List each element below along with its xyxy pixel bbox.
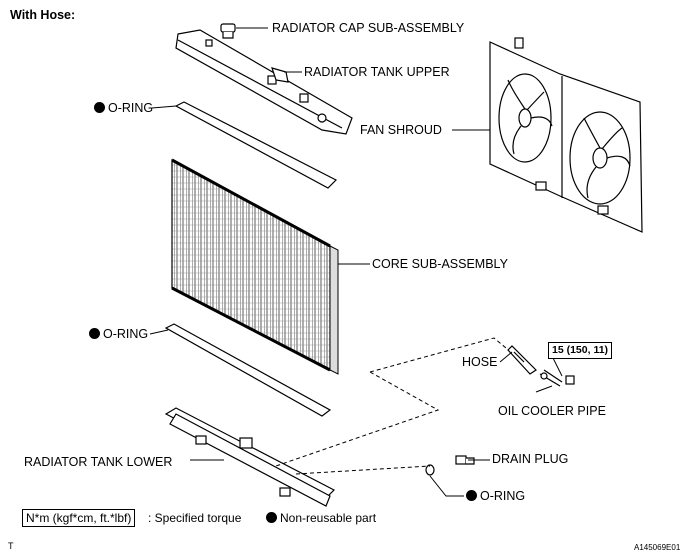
label-tank-lower: RADIATOR TANK LOWER — [24, 455, 173, 469]
radiator-tank-lower-part — [164, 407, 336, 507]
label-oil-cooler-pipe: OIL COOLER PIPE — [498, 404, 606, 418]
label-oring-mid-text: O-RING — [103, 327, 149, 341]
legend-torque-box: N*m (kgf*cm, ft.*lbf) — [22, 509, 136, 527]
o-ring-top-part — [174, 101, 338, 189]
label-hose: HOSE — [462, 355, 498, 369]
label-oring-top-text: O-RING — [108, 101, 154, 115]
section-title: With Hose: — [10, 8, 76, 22]
label-oring-bottom: O-RING — [466, 489, 525, 503]
non-reusable-marker-icon — [89, 328, 100, 339]
core-sub-assembly-part — [171, 158, 339, 375]
dashed-connection-lines — [275, 337, 507, 475]
o-ring-middle-part — [164, 323, 332, 417]
legend-nonreusable: Non-reusable part — [266, 511, 376, 525]
label-oring-mid: O-RING — [89, 327, 148, 341]
label-radiator-cap: RADIATOR CAP SUB-ASSEMBLY — [272, 21, 465, 35]
filled-circle-icon — [266, 512, 277, 523]
label-oring-bottom-text: O-RING — [480, 489, 526, 503]
label-tank-upper: RADIATOR TANK UPPER — [304, 65, 450, 79]
o-ring-small-part — [425, 464, 435, 476]
non-reusable-marker-icon — [94, 102, 105, 113]
legend-torque-text: : Specified torque — [148, 511, 242, 525]
figure-id: A145069E01 — [634, 543, 681, 552]
leader-lines — [149, 27, 563, 497]
radiator-cap-part — [220, 23, 236, 39]
footer-left-mark: T — [8, 541, 14, 551]
label-core: CORE SUB-ASSEMBLY — [372, 257, 508, 271]
torque-spec-box: 15 (150, 11) — [548, 342, 613, 359]
label-drain-plug: DRAIN PLUG — [492, 452, 569, 466]
label-oring-top: O-RING — [94, 101, 153, 115]
oil-cooler-pipe-part — [539, 369, 575, 387]
fan-shroud-part — [489, 37, 643, 233]
legend-nonreusable-text: Non-reusable part — [280, 511, 377, 525]
label-fan-shroud: FAN SHROUD — [360, 123, 442, 137]
hose-part — [507, 345, 537, 375]
radiator-tank-upper-part — [175, 29, 353, 135]
non-reusable-marker-icon — [466, 490, 477, 501]
